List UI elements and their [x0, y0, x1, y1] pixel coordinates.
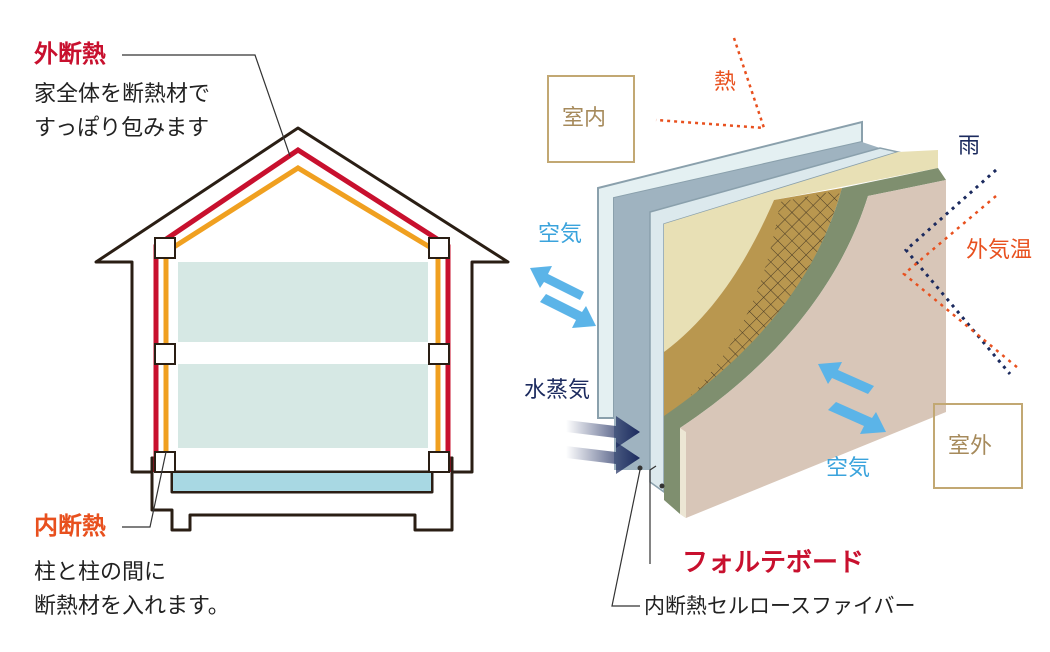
cream-layer: [664, 150, 938, 352]
inner-insulation-leader: [122, 451, 167, 528]
vapor-arrows: [566, 416, 640, 474]
outdoor-label: 室外: [948, 434, 993, 459]
air-arrow-right-1: [818, 362, 874, 394]
gypsum-board: [614, 142, 880, 470]
floor-space: [171, 471, 433, 493]
vapor-arrow-2: [566, 442, 640, 474]
air-label-right: 空気: [826, 456, 871, 481]
outer-insulation-line2: すっぽり包みます: [34, 116, 210, 141]
fiber-leader: [611, 469, 641, 607]
inner-insulation-line2: 断熱材を入れます。: [34, 594, 230, 619]
inner-insulation-title: 内断熱: [34, 512, 106, 540]
outdoor-box: [933, 403, 1023, 489]
exterior-face: [680, 180, 946, 518]
outer-insulation-line: [153, 147, 451, 472]
inner-insulation-line: [163, 165, 441, 458]
air-arrow-out: [530, 266, 584, 300]
air-label-left: 空気: [538, 222, 583, 247]
wall-cross-section: [597, 120, 946, 518]
vapor-arrow-1: [566, 416, 640, 448]
exterior-edge: [680, 428, 686, 518]
indoor-box: [547, 75, 635, 163]
post: [428, 343, 450, 365]
indoor-label: 室内: [562, 106, 607, 131]
inner-insulation-line1: 柱と柱の間に: [34, 560, 167, 585]
air-arrow-in: [540, 294, 596, 328]
heat-label: 熱: [714, 70, 737, 95]
outside-temp-label: 外気温: [966, 238, 1033, 263]
room-lower: [178, 364, 428, 448]
room-upper: [178, 262, 428, 342]
heat-arrow: [655, 37, 766, 130]
post: [154, 343, 176, 365]
air-arrows-right: [818, 362, 886, 434]
post: [428, 237, 450, 259]
post: [154, 451, 176, 473]
brand-label: フォルテボード: [682, 548, 865, 578]
post: [428, 451, 450, 473]
vapor-label: 水蒸気: [524, 378, 591, 403]
rain-label: 雨: [958, 134, 981, 159]
dot: [659, 483, 665, 489]
house-illustration: [94, 126, 510, 532]
outside-temp-line: [902, 195, 1019, 369]
mesh-band: [690, 190, 840, 396]
rain-line: [903, 168, 1012, 375]
outer-insulation-line1: 家全体を断熱材で: [34, 82, 211, 107]
air-arrows-left: [530, 266, 596, 328]
air-arrow-right-2: [828, 402, 886, 434]
post: [154, 237, 176, 259]
brand-leader: [649, 465, 657, 564]
fiber-label: 内断熱セルロースファイバー: [644, 594, 916, 618]
outer-insulation-leader: [122, 54, 291, 157]
dot: [637, 465, 643, 471]
outer-insulation-title: 外断熱: [34, 40, 106, 68]
